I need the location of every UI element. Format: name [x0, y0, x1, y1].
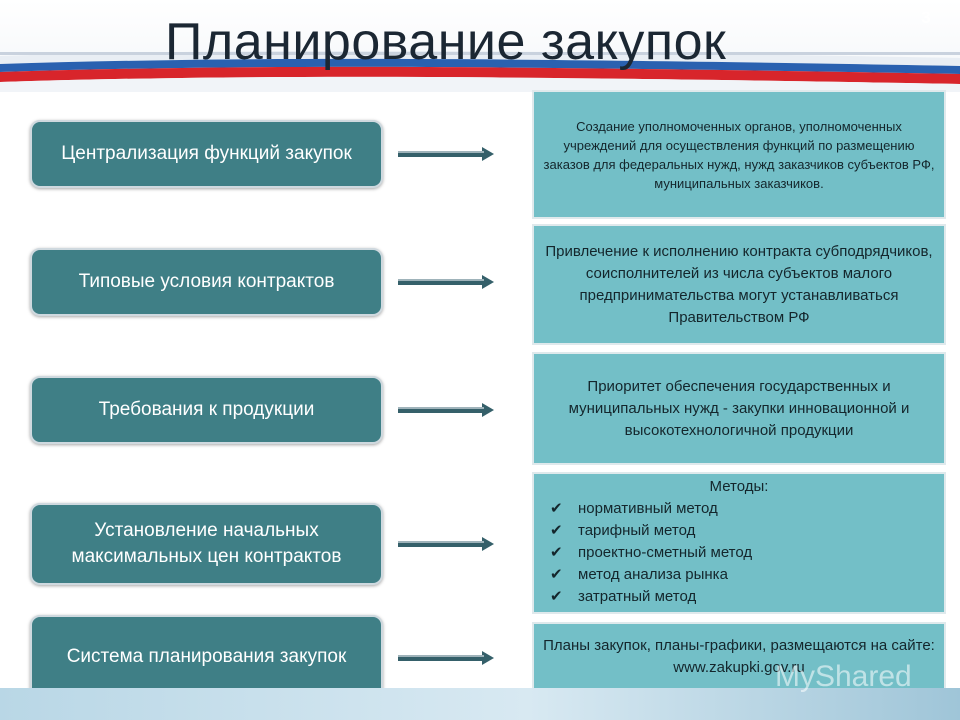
methods-list: ✔ нормативный метод ✔ тарифный метод ✔ прое… [542, 498, 936, 608]
list-item: ✔ нормативный метод [542, 498, 936, 520]
method-label: затратный метод [578, 588, 697, 605]
arrow-right-icon [398, 147, 494, 161]
footer-background [0, 688, 960, 720]
list-item: ✔ метод анализа рынка [542, 564, 936, 586]
method-label: проектно-сметный метод [578, 544, 753, 561]
arrow-right-icon [398, 651, 494, 665]
arrow-right-icon [398, 403, 494, 417]
category-box-planning-system: Система планирования закупок [30, 615, 383, 699]
list-item: ✔ тарифный метод [542, 520, 936, 542]
category-box-max-prices: Установление начальных максимальных цен … [30, 503, 383, 585]
detail-box-price-methods: Методы: ✔ нормативный метод ✔ тарифный мет… [532, 472, 946, 614]
list-item: ✔ затратный метод [542, 586, 936, 608]
method-label: нормативный метод [578, 500, 718, 517]
list-item: ✔ проектно-сметный метод [542, 542, 936, 564]
watermark-logo: MyShared [775, 660, 912, 693]
category-box-product-requirements: Требования к продукции [30, 376, 383, 444]
checkmark-icon: ✔ [550, 500, 563, 517]
method-label: метод анализа рынка [578, 566, 728, 583]
arrow-right-icon [398, 537, 494, 551]
checkmark-icon: ✔ [550, 522, 563, 539]
category-box-contract-terms: Типовые условия контрактов [30, 248, 383, 316]
category-box-centralization: Централизация функций закупок [30, 120, 383, 188]
slide-number: 3 [921, 8, 931, 27]
methods-heading: Методы: [709, 478, 769, 495]
flag-stripes-decoration [0, 50, 960, 92]
detail-box-centralization: Создание уполномоченных органов, уполном… [532, 90, 946, 219]
detail-box-product-requirements: Приоритет обеспечения государственных и … [532, 352, 946, 465]
slide-title: Планирование закупок [165, 13, 727, 71]
method-label: тарифный метод [578, 522, 696, 539]
arrow-right-icon [398, 275, 494, 289]
checkmark-icon: ✔ [550, 566, 563, 583]
checkmark-icon: ✔ [550, 544, 563, 561]
checkmark-icon: ✔ [550, 588, 563, 605]
detail-box-contract-terms: Привлечение к исполнению контракта субпо… [532, 224, 946, 345]
